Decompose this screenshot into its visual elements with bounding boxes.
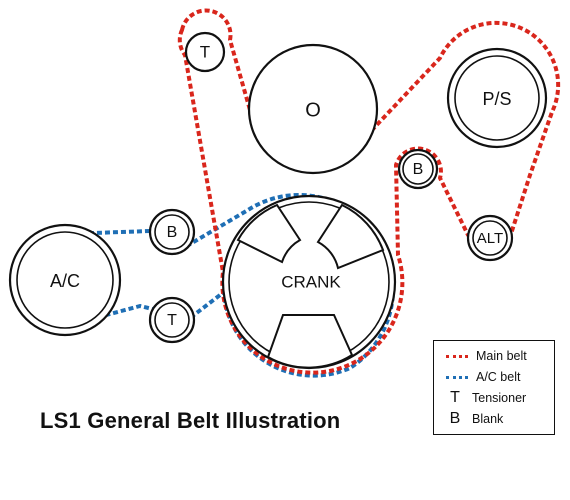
blank-right-pulley: B: [397, 148, 439, 190]
crank-pulley: CRANK: [221, 194, 397, 370]
legend-item-main-belt: Main belt: [444, 347, 527, 365]
diagram-caption: LS1 General Belt Illustration: [40, 408, 341, 433]
legend-item-tensioner: T Tensioner: [444, 389, 526, 407]
alternator-pulley: ALT: [466, 214, 514, 262]
ac-belt-swatch: [446, 375, 468, 379]
alternator-label: ALT: [477, 230, 503, 247]
legend-label-ac-belt: A/C belt: [476, 370, 521, 384]
legend-label-tensioner: Tensioner: [472, 391, 527, 405]
tensioner-symbol: T: [450, 389, 460, 406]
legend-label-blank: Blank: [472, 412, 504, 426]
crank-spoke-right: [316, 203, 385, 270]
tensioner-left-pulley: T: [148, 296, 196, 344]
blank-right-label: B: [413, 161, 424, 178]
legend: Main belt A/C belt T Tensioner B Blank: [433, 340, 555, 435]
power-steering-label: P/S: [482, 89, 511, 109]
ac-compressor-label: A/C: [50, 271, 80, 291]
power-steering-pulley: P/S: [446, 47, 548, 149]
blank-left-pulley: B: [148, 208, 196, 256]
legend-label-main-belt: Main belt: [476, 349, 527, 363]
tensioner-left-label: T: [167, 312, 177, 329]
ac-compressor-pulley: A/C: [8, 223, 122, 337]
water-pump-pulley: O: [247, 43, 379, 175]
legend-item-blank: B Blank: [444, 410, 504, 428]
blank-symbol: B: [449, 410, 461, 427]
crank-label: CRANK: [281, 272, 341, 291]
water-pump-label: O: [305, 99, 321, 121]
legend-item-ac-belt: A/C belt: [444, 368, 520, 386]
crank-spoke-bottom: [266, 314, 354, 369]
blank-left-label: B: [167, 224, 178, 241]
tensioner-top-pulley: T: [184, 31, 226, 73]
main-belt-swatch: [446, 354, 468, 358]
tensioner-top-label: T: [200, 42, 210, 61]
crank-spoke-left: [236, 203, 302, 264]
